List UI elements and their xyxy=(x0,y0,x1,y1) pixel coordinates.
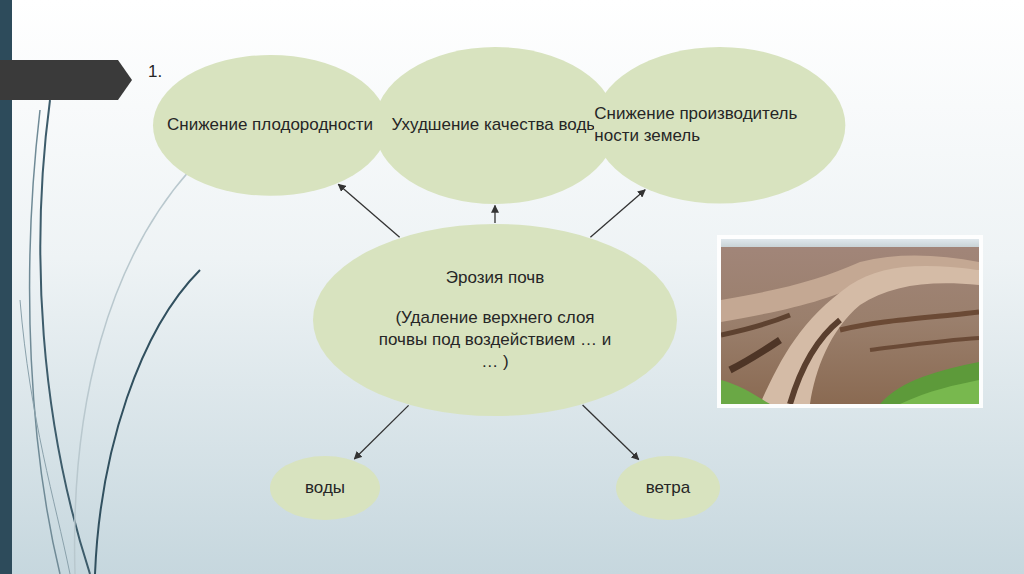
node-content: воды xyxy=(270,456,380,520)
arrow-connector xyxy=(583,405,639,460)
node-content: Ухудшение качества воды xyxy=(374,47,617,204)
factor-ellipse: ветра xyxy=(616,456,720,520)
node-title: Снижение плодородности xyxy=(167,114,373,136)
ellipse-fill xyxy=(270,456,380,520)
erosion-photo xyxy=(717,235,983,408)
effect-ellipse: Снижение плодородности xyxy=(153,55,388,196)
node-title: Эрозия почв xyxy=(446,267,544,289)
node-body: (Удаление верхнего слоя почвы под воздей… xyxy=(370,307,620,373)
ellipse-fill xyxy=(153,55,388,196)
node-content: ветра xyxy=(616,456,720,520)
arrow-connector xyxy=(590,190,645,237)
ellipse-outline xyxy=(594,47,845,203)
arrow-connector xyxy=(494,205,495,223)
arrow-connector xyxy=(354,405,408,459)
node-title: Ухудшение качества воды xyxy=(391,114,598,136)
ellipse-fill xyxy=(616,456,720,520)
ellipse-fill xyxy=(594,47,845,203)
effect-ellipse: Ухудшение качества воды xyxy=(374,47,617,204)
ellipse-fill xyxy=(374,47,617,204)
arrow-connector xyxy=(338,184,399,237)
node-title: воды xyxy=(305,477,345,499)
slide-number: 1. xyxy=(148,62,162,82)
factor-ellipse: воды xyxy=(270,456,380,520)
node-title: ветра xyxy=(646,477,690,499)
decor-curves xyxy=(20,100,200,574)
cause-ellipse: Эрозия почв (Удаление верхнего слоя почвы… xyxy=(313,224,677,416)
node-content: Эрозия почв (Удаление верхнего слоя почвы… xyxy=(313,224,677,416)
node-title: Снижение производитель ности земель xyxy=(594,103,845,147)
node-content: Снижение производитель ности земель xyxy=(594,47,845,203)
slide-number-tab xyxy=(0,60,132,100)
ellipse-fill xyxy=(313,224,677,416)
node-content: Снижение плодородности xyxy=(153,55,388,196)
effect-ellipse: Снижение производитель ности земель xyxy=(594,47,845,203)
